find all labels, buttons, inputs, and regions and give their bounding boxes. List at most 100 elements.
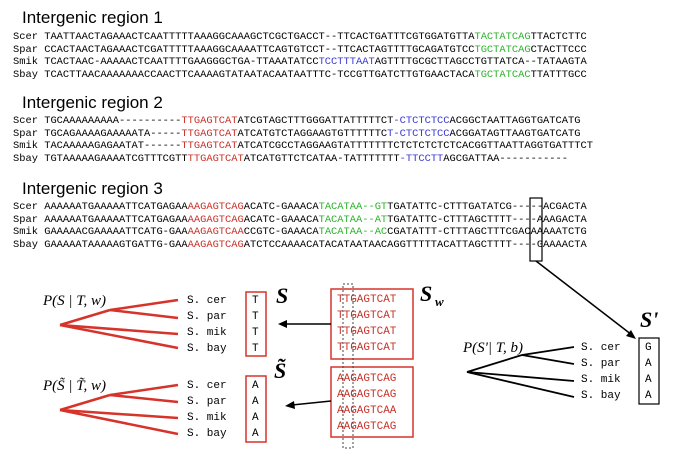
col-r-1: A [645, 358, 652, 370]
arrow-head-top [278, 320, 287, 328]
sequence-segment: AAGAGTCAG [187, 201, 244, 213]
sequence-segment: AAGAGTCAG [187, 213, 244, 226]
sequence-segment: AAAAAATGAAAAATTCATGAGAA [44, 201, 188, 213]
alignment-row: Spar AAAAAATGAAAAATTCATGAGAAAAGAGTCAGACA… [13, 214, 587, 227]
arrow-to-s-prime [535, 260, 633, 336]
column-highlight-box [529, 197, 543, 262]
sequence-segment: AGCGATTAA----------- [443, 152, 569, 165]
set-label-s-tilde: S̃ [274, 358, 286, 383]
alignment-row: Smik GAAAAACGAAAAATTCATG-GAAAAGAGTCAACCG… [13, 226, 587, 239]
sequence-segment: TTATTTGCC [530, 68, 587, 81]
region-1-title: Intergenic region 1 [22, 8, 163, 27]
motif-top-3: TTGAGTCAT [337, 342, 397, 354]
col-bl-1: A [252, 396, 259, 408]
alignment-row: Smik TACAAAAAGAGAATAT------TTGAGTCATATCA… [13, 140, 593, 153]
species-code: Smik [13, 226, 38, 238]
species-tl-3: S. bay [187, 343, 227, 355]
alignment-row: Spar TGCAGAAAAGAAAAATA-----TTGAGTCATATCA… [13, 128, 593, 141]
column-box-right [638, 337, 660, 405]
alignment-row: Scer TGCAAAAAAAAA----------TTGAGTCATATCG… [13, 115, 593, 128]
sequence-segment: TTGAGTCAT [181, 115, 238, 127]
species-tl-0: S. cer [187, 295, 227, 307]
sequence-segment: ATCATGTCTAGGAAGTGTTTTTTC [237, 127, 388, 140]
prob-top-left: P(S | T, w) [42, 293, 106, 309]
species-code: Sbay [13, 238, 38, 251]
col-bl-3: A [252, 428, 259, 440]
alignment-row: Spar CCACTAACTAGAAACTCGATTTTTAAAGGCAAAAT… [13, 44, 587, 57]
sequence-segment: TACATAA--GT [318, 201, 388, 213]
sequence-segment: ACGGATAGTTAAGTGATCATG [449, 127, 581, 140]
motif-box-bottom [330, 366, 414, 438]
species-code: Spar [13, 43, 38, 56]
sequence-segment: ACATC-GAAACA [243, 201, 319, 213]
col-tl-0: T [252, 295, 259, 307]
alignment-row: Sbay GAAAAATAAAAAGTGATTG-GAAAAGAGTCAGATC… [13, 239, 587, 252]
sequence-segment: ACATC-GAAACA [243, 213, 319, 226]
species-r-3: S. bay [581, 390, 621, 402]
sequence-segment: TAATTAACTAGAAACTCAATTTTTAAAGGCAAAGCTCGCT… [44, 31, 475, 43]
set-label-sw: S [420, 281, 432, 306]
sequence-segment: TACATAA--AT [318, 213, 388, 226]
sequence-segment: TTGAGTCAT [187, 152, 244, 165]
alignment-row: Scer TAATTAACTAGAAACTCAATTTTTAAAGGCAAAGC… [13, 31, 587, 44]
arrow-to-bottom-column [291, 400, 332, 406]
col-bl-0: A [252, 380, 259, 392]
sequence-segment: CGATATTT-CTTTAGCTTTCGACAAAAATCTG [387, 226, 587, 238]
species-code: Spar [13, 127, 38, 140]
sequence-segment: TGATATTC-CTTTGATATCG-----ACGACTA [387, 201, 587, 213]
sequence-segment: AGTTTTGCGCTTAGCCTGTTATCA--TATAAGTA [374, 56, 587, 68]
species-code: Smik [13, 56, 38, 68]
set-label-s: S [276, 283, 288, 308]
sequence-segment: GAAAAACGAAAAATTCATG-GAA [44, 226, 188, 238]
sequence-segment: -CTCTCTCC [393, 115, 450, 127]
species-bl-1: S. par [187, 396, 227, 408]
species-code: Scer [13, 115, 38, 127]
species-tl-1: S. par [187, 311, 227, 323]
sequence-segment: TACATAA--AC [318, 226, 388, 238]
sequence-segment: TACTATCAG [474, 31, 531, 43]
col-r-2: A [645, 374, 652, 386]
sequence-segment: ACGGCTAATTAGGTGATCATG [449, 115, 581, 127]
sequence-segment: TCCTTTAAT [318, 56, 375, 68]
set-label-s-prime: S' [640, 307, 658, 332]
set-label-sw-sub: w [435, 294, 444, 309]
species-code: Sbay [13, 68, 38, 81]
sequence-segment: TACAAAAAGAGAATAT------ [44, 140, 182, 152]
tree-right [466, 346, 575, 398]
species-bl-0: S. cer [187, 380, 227, 392]
alignment-row: Scer AAAAAATGAAAAATTCATGAGAAAAGAGTCAGACA… [13, 201, 587, 214]
alignment-row: Sbay TCACTTAACAAAAAAACCAACTTCAAAAGTATAAT… [13, 69, 587, 82]
sequence-segment: -TTCCTT [399, 152, 444, 165]
species-code: Scer [13, 31, 38, 43]
motif-top-0: TTGAGTCAT [337, 294, 397, 306]
col-tl-1: T [252, 311, 259, 323]
sequence-segment: TCACTTAACAAAAAAACCAACTTCAAAAGTATAATACAAT… [44, 68, 475, 81]
sequence-segment: ATCATCGCCTAGGAAGTATTTTTTTCTCTCTCTCTCACGG… [237, 140, 593, 152]
motif-bottom-2: AAGAGTCAA [337, 405, 397, 417]
sequence-segment: CCACTAACTAGAAACTCGATTTTTAAAGGCAAAATTCAGT… [44, 43, 475, 56]
species-r-0: S. cer [581, 342, 621, 354]
alignment-row: Smik TCACTAAC-AAAAACTCAATTTTGAAGGGCTGA-T… [13, 56, 587, 69]
sequence-segment: TGATATTC-CTTTAGCTTTT----AAAGACTA [387, 213, 587, 226]
col-bl-2: A [252, 412, 259, 424]
sequence-segment: TTACTCTTC [530, 31, 587, 43]
motif-column-dotted [342, 283, 354, 449]
col-tl-2: T [252, 327, 259, 339]
sequence-segment: CCGTC-GAAACA [243, 226, 319, 238]
region-1-alignment: Scer TAATTAACTAGAAACTCAATTTTTAAAGGCAAAGC… [13, 31, 587, 81]
sequence-segment: TGTAAAAAGAAAATCGTTTCGTT [44, 152, 188, 165]
region-3-title: Intergenic region 3 [22, 179, 163, 198]
species-code: Scer [13, 201, 38, 213]
species-code: Smik [13, 140, 38, 152]
col-r-0: G [645, 342, 652, 354]
species-bl-2: S. mik [187, 412, 227, 424]
motif-top-1: TTGAGTCAT [337, 310, 397, 322]
sequence-segment: ATCATGTTCTCATAA-TATTTTTTT [243, 152, 400, 165]
col-r-3: A [645, 390, 652, 402]
sequence-segment: GAAAAATAAAAAGTGATTG-GAA [44, 238, 188, 251]
region-2-alignment: Scer TGCAAAAAAAAA----------TTGAGTCATATCG… [13, 115, 593, 165]
sequence-segment: TGCTATCAC [474, 68, 531, 81]
column-box-top-left [245, 291, 267, 357]
motif-top-2: TTGAGTCAT [337, 326, 397, 338]
